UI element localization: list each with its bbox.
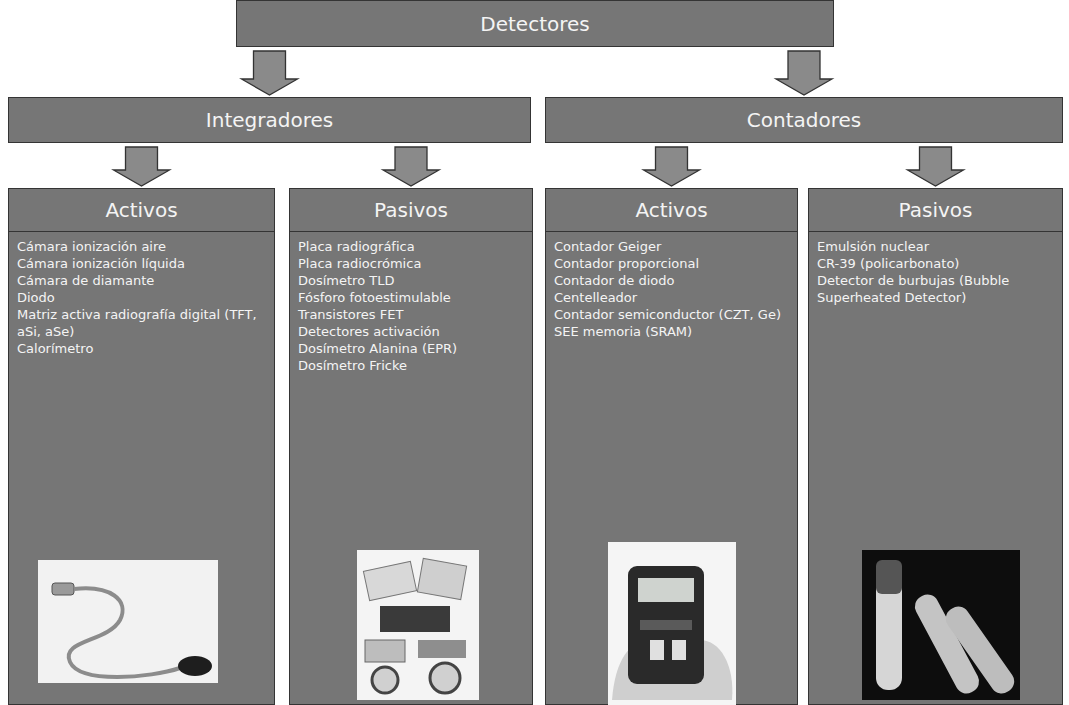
- list-item: Centelleador: [554, 289, 789, 306]
- vial: [876, 560, 902, 690]
- list-item: Fósforo fotoestimulable: [298, 289, 524, 306]
- block-arrow: [908, 147, 964, 186]
- list-item: Dosímetro Alanina (EPR): [298, 340, 524, 357]
- list-item: Matriz activa radiografía digital (TFT, …: [17, 306, 266, 340]
- badge-holder: [380, 606, 450, 632]
- list-item: Detector de burbujas (Bubble Superheated…: [817, 272, 1054, 306]
- photo-ground: [357, 550, 479, 700]
- badge-clip: [418, 640, 466, 658]
- counter-label: [640, 620, 692, 630]
- detector-list-box: Emulsión nuclearCR-39 (policarbonato)Det…: [808, 231, 1063, 705]
- box-heading: Contadores: [747, 108, 861, 132]
- list-item: Calorímetro: [17, 340, 266, 357]
- list-item: SEE memoria (SRAM): [554, 323, 789, 340]
- box-heading: Activos: [105, 198, 177, 222]
- block-arrow: [242, 51, 298, 95]
- root-box: Detectores: [236, 0, 834, 47]
- vial: [911, 591, 983, 698]
- list-item: Contador proporcional: [554, 255, 789, 272]
- counter-button: [650, 640, 664, 660]
- list-item: Transistores FET: [298, 306, 524, 323]
- chamber-head: [178, 656, 212, 676]
- bubble-detector-photo: [862, 550, 1020, 700]
- list-item: Placa radiográfica: [298, 238, 524, 255]
- detector-list-box: Contador GeigerContador proporcionalCont…: [545, 231, 798, 705]
- list-item: Contador semiconductor (CZT, Ge): [554, 306, 789, 323]
- category-box: Integradores: [8, 97, 531, 143]
- vial-cap: [876, 560, 902, 594]
- cable-connector: [52, 583, 74, 595]
- film-packet: [363, 561, 416, 600]
- list-item: Emulsión nuclear: [817, 238, 1054, 255]
- tld-card: [365, 640, 405, 662]
- block-arrow: [644, 147, 700, 186]
- list-item: Placa radiocrómica: [298, 255, 524, 272]
- list-item: Contador de diodo: [554, 272, 789, 289]
- counter-display: [638, 578, 694, 602]
- block-arrow: [114, 147, 170, 186]
- box-heading: Detectores: [480, 12, 589, 36]
- box-heading: Pasivos: [374, 198, 448, 222]
- list-item: Detectores activación: [298, 323, 524, 340]
- list-item: Contador Geiger: [554, 238, 789, 255]
- detector-list-box: Cámara ionización aireCámara ionización …: [8, 231, 275, 705]
- list-item: Dosímetro TLD: [298, 272, 524, 289]
- counter-body: [628, 566, 704, 684]
- ionization-chamber-photo: [38, 560, 218, 683]
- ring-dosimeter: [430, 663, 460, 693]
- subcategory-box: Activos: [8, 188, 275, 232]
- list-item: Dosímetro Fricke: [298, 357, 524, 374]
- cable: [69, 588, 180, 677]
- category-box: Contadores: [545, 97, 1063, 143]
- block-arrow: [776, 51, 832, 95]
- list-item: Cámara de diamante: [17, 272, 266, 289]
- photo-ground: [862, 550, 1020, 700]
- counter-button: [672, 640, 686, 660]
- subcategory-box: Activos: [545, 188, 798, 232]
- dosimeters-photo: [357, 550, 479, 700]
- list-item: Diodo: [17, 289, 266, 306]
- geiger-counter-photo: [608, 542, 736, 705]
- ring-dosimeter: [372, 667, 398, 693]
- subcategory-box: Pasivos: [808, 188, 1063, 232]
- film-packet: [417, 558, 466, 599]
- list-item: CR-39 (policarbonato): [817, 255, 1054, 272]
- block-arrow: [383, 147, 439, 186]
- photo-ground: [608, 542, 736, 705]
- detector-list-box: Placa radiográficaPlaca radiocrómicaDosí…: [289, 231, 533, 705]
- box-heading: Pasivos: [899, 198, 973, 222]
- hand: [612, 640, 732, 700]
- list-item: Cámara ionización aire: [17, 238, 266, 255]
- box-heading: Integradores: [206, 108, 333, 132]
- vial: [941, 602, 1018, 698]
- list-item: Cámara ionización líquida: [17, 255, 266, 272]
- subcategory-box: Pasivos: [289, 188, 533, 232]
- box-heading: Activos: [635, 198, 707, 222]
- photo-ground: [38, 560, 218, 683]
